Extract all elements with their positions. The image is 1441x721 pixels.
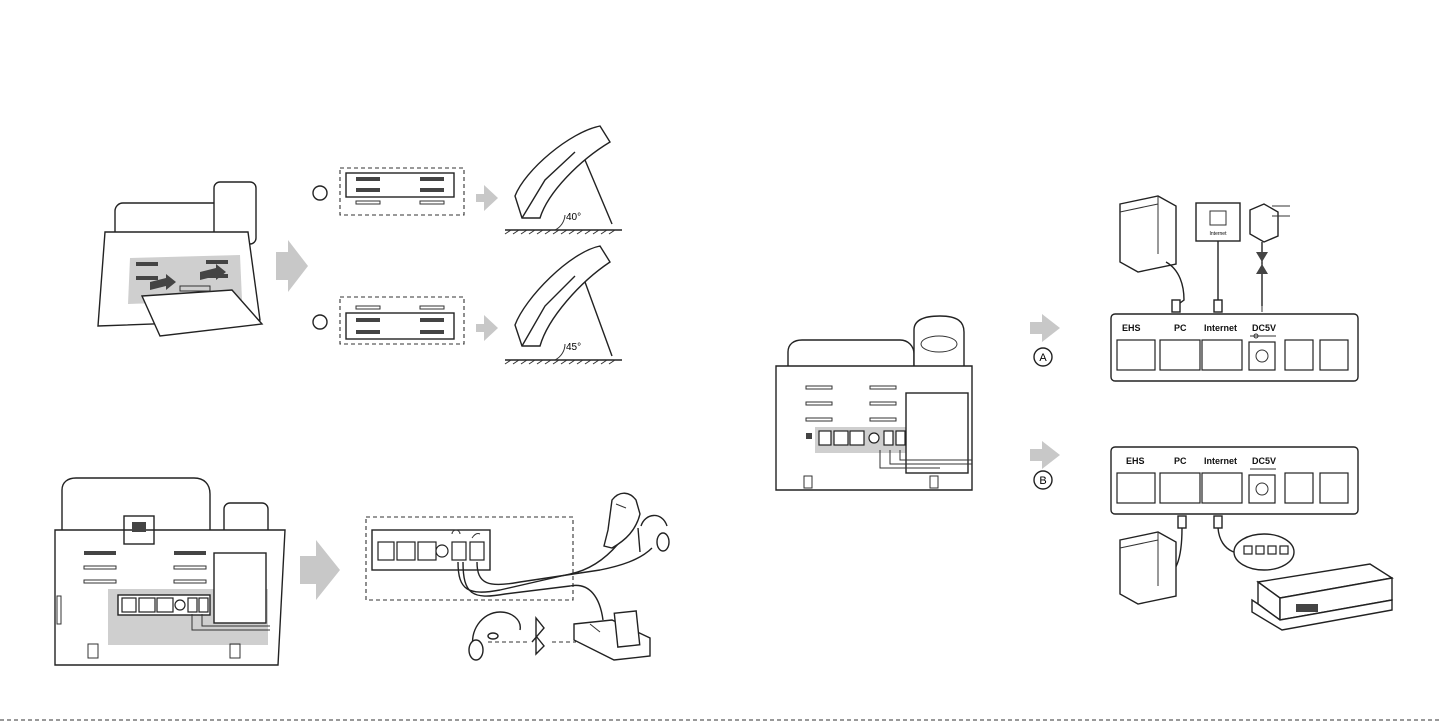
port-label-internet-b: Internet bbox=[1204, 456, 1237, 466]
port-panel-b: EHS PC Internet DC5V bbox=[1111, 447, 1358, 514]
devices-a: Internet bbox=[1120, 196, 1290, 312]
step-arrow-2 bbox=[300, 540, 340, 600]
stand-option-40: 40° bbox=[313, 126, 622, 234]
option-b-label: B bbox=[1039, 475, 1046, 487]
port-label-ehs-a: EHS bbox=[1122, 323, 1141, 333]
option-b: B bbox=[1030, 441, 1060, 489]
angle-label-40: 40° bbox=[566, 212, 581, 223]
port-label-internet-a: Internet bbox=[1204, 323, 1237, 333]
port-panel-a: EHS PC Internet DC5V bbox=[1111, 314, 1358, 381]
stand-option-45: 45° bbox=[313, 246, 622, 364]
phone-back-ports bbox=[55, 478, 285, 665]
phone-back-with-stand bbox=[98, 182, 262, 336]
phone-back-network bbox=[776, 316, 972, 490]
port-label-ehs-b: EHS bbox=[1126, 456, 1145, 466]
port-label-pc-a: PC bbox=[1174, 323, 1187, 333]
port-label-pc-b: PC bbox=[1174, 456, 1187, 466]
handset-headset-connection bbox=[366, 493, 669, 660]
devices-b bbox=[1120, 516, 1392, 630]
step-arrow-1 bbox=[276, 240, 308, 292]
angle-label-45: 45° bbox=[566, 342, 581, 353]
port-label-dc-a: DC5V bbox=[1252, 323, 1276, 333]
wall-jack-label: Internet bbox=[1210, 231, 1228, 237]
option-a-label: A bbox=[1039, 352, 1047, 364]
option-a: A bbox=[1030, 314, 1060, 366]
port-label-dc-b: DC5V bbox=[1252, 456, 1276, 466]
